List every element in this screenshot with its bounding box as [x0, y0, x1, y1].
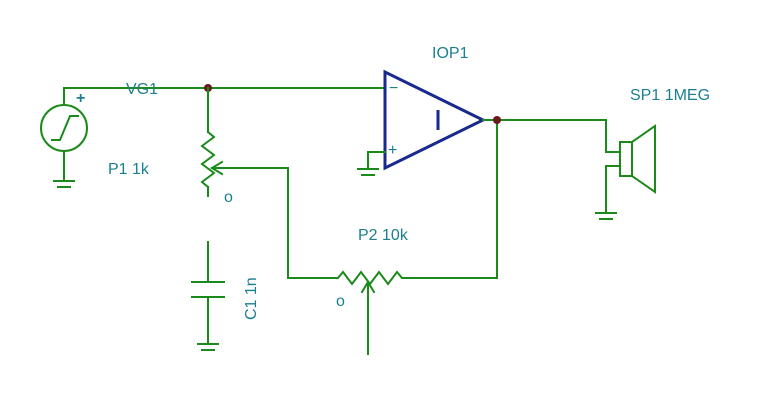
- p1-wiper-arrow-icon: [210, 160, 224, 176]
- opamp-plus-sign: +: [388, 142, 397, 159]
- ground-symbol-c1: [197, 343, 219, 351]
- p2-resistor-zigzag: [325, 270, 447, 286]
- opamp-triangle: [383, 69, 487, 171]
- source-plus-sign: +: [76, 90, 85, 107]
- sp1-top-lead: [605, 119, 621, 153]
- wire-feedback[interactable]: [445, 119, 498, 279]
- speaker-sp1[interactable]: [605, 119, 656, 213]
- speaker-cone-icon: [631, 124, 656, 194]
- wire-p1-wiper-to-p2[interactable]: [287, 167, 327, 279]
- ground-symbol-source: [53, 180, 75, 188]
- p1-wiper-mark: o: [224, 189, 233, 206]
- p2-wiper-mark: o: [336, 293, 345, 310]
- potentiometer-p1[interactable]: o: [200, 87, 287, 206]
- potentiometer-p2[interactable]: o: [325, 270, 447, 355]
- capacitor-c1[interactable]: [191, 281, 225, 343]
- label-p1: P1 1k: [108, 161, 150, 178]
- opamp-iop1[interactable]: − +: [383, 69, 487, 171]
- label-p2: P2 10k: [358, 227, 409, 244]
- label-c1: C1 1n: [243, 277, 260, 320]
- step-waveform-icon: [51, 115, 79, 141]
- junction-node-output: [493, 116, 501, 124]
- wire-plus-input-ground[interactable]: [367, 151, 386, 169]
- ground-symbol-speaker: [595, 212, 617, 220]
- opamp-minus-sign: −: [389, 80, 398, 97]
- p2-wiper-arrow-icon: [360, 280, 376, 294]
- voltage-source-vg1[interactable]: +: [40, 87, 88, 181]
- p1-resistor-zigzag: [200, 130, 216, 189]
- ground-symbol-opamp: [357, 168, 379, 176]
- sp1-bottom-lead: [605, 165, 621, 213]
- label-vg1: VG1: [126, 81, 158, 98]
- label-iop1: IOP1: [432, 45, 469, 62]
- label-sp1: SP1 1MEG: [630, 87, 710, 104]
- sp1-magnet-box: [619, 141, 633, 177]
